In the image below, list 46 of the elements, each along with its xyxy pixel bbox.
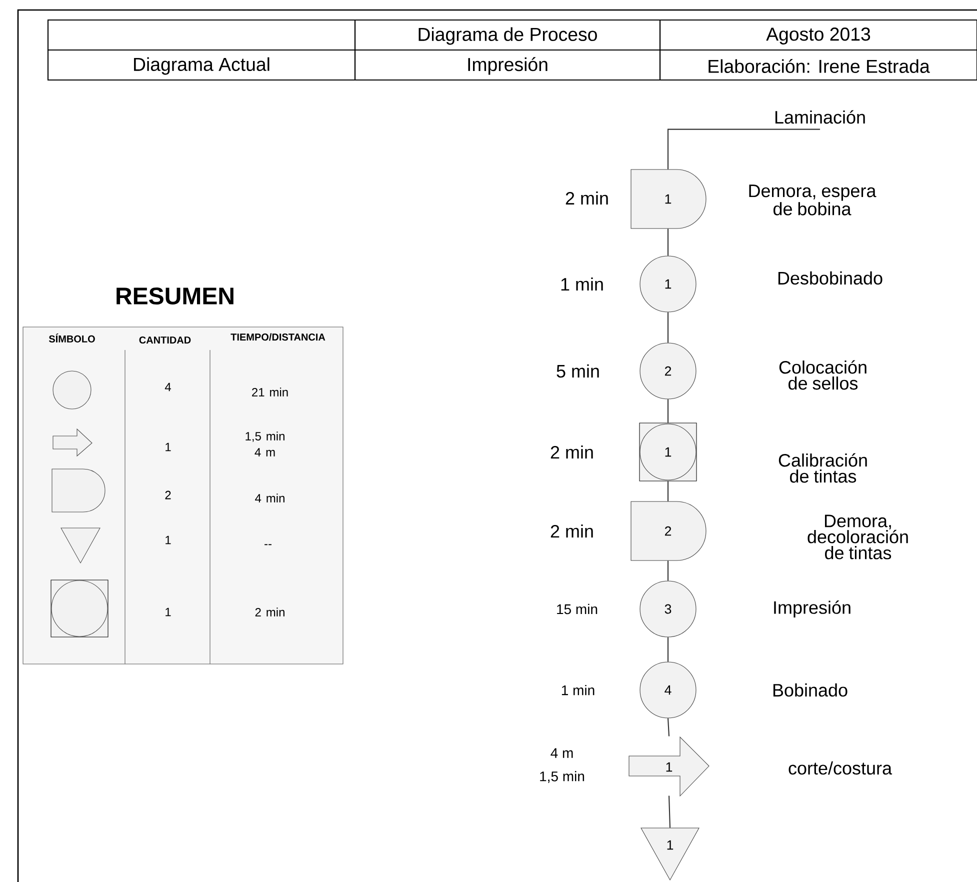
step-description: Calibración de tintas: [778, 453, 867, 483]
connector-line: [667, 560, 669, 581]
step-description: corte/costura: [788, 761, 892, 775]
table-value: 4: [164, 382, 171, 392]
step-time: 5 min: [556, 364, 599, 378]
header-cell: Diagrama de Proceso: [354, 19, 661, 51]
table-value: --: [264, 544, 272, 546]
header-cell: Impresión: [354, 49, 661, 81]
column-header: CANTIDAD: [139, 336, 191, 344]
header-cell: Elaboración: Irene Estrada: [659, 49, 977, 81]
step-description: Colocación de sellos: [779, 360, 866, 390]
step-description: Demora, espera de bobina: [749, 184, 876, 216]
step-description: Bobinado: [773, 683, 848, 697]
table-value: 1: [166, 608, 171, 616]
step-time: 4 m: [550, 748, 573, 758]
step-description: Desbobinado: [778, 271, 882, 285]
connector-line: [667, 128, 820, 170]
step-time: 1 min: [562, 684, 594, 696]
heading: RESUMEN: [116, 288, 234, 304]
table-value: 1: [166, 536, 171, 544]
connector-line: [667, 228, 669, 256]
table-value: 1: [166, 442, 171, 452]
connector-line: [667, 399, 669, 423]
connector-line: [667, 312, 669, 343]
step-description: Impresión: [774, 600, 850, 618]
table-value: 4 min: [255, 494, 284, 502]
connector-line: [667, 481, 669, 502]
table-value: 2 min: [255, 608, 284, 616]
column-header: TIEMPO/DISTANCIA: [230, 333, 326, 341]
process-label: Laminación: [775, 110, 865, 124]
step-time: 15 min: [557, 604, 598, 614]
connector-line: [667, 637, 669, 662]
step-time: 1 min: [561, 277, 603, 291]
table-value: 2: [165, 490, 171, 500]
connector-line: [668, 796, 671, 828]
connector-line: [667, 718, 670, 736]
step-time: 2 min: [550, 524, 593, 538]
header-cell: Diagrama Actual: [47, 49, 356, 81]
table-value: 1,5 min 4 m: [246, 432, 284, 456]
column-header: SÍMBOLO: [48, 334, 95, 342]
step-time: 2 min: [566, 191, 608, 205]
step-time: 1,5 min: [540, 771, 584, 783]
table-value: 21 min: [252, 388, 288, 396]
step-description: Demora, decoloración de tintas: [808, 514, 908, 560]
step-time: 2 min: [550, 445, 593, 459]
header-cell: Agosto 2013: [659, 19, 977, 51]
